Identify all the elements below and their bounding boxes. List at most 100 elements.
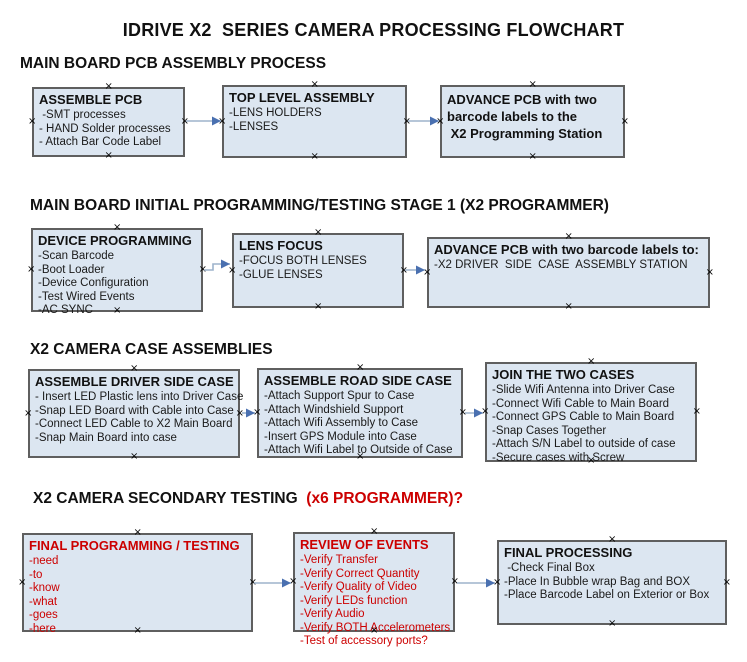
box-item: -Verify LEDs function bbox=[300, 594, 408, 607]
box-title: TOP LEVEL ASSEMBLY bbox=[229, 90, 375, 105]
connection-handle-icon: × bbox=[113, 222, 122, 233]
box-title: ASSEMBLE ROAD SIDE CASE bbox=[264, 373, 452, 388]
connection-handle-icon: × bbox=[104, 150, 113, 161]
box-item: -Attach Wifi Assembly to Case bbox=[264, 417, 419, 429]
flow-box-advance-pcb-case-station: ADVANCE PCB with two barcode labels to: … bbox=[423, 232, 714, 312]
box-item: ADVANCE PCB with two bbox=[447, 92, 597, 107]
flow-box-final-programming-testing: FINAL PROGRAMMING / TESTING -need-to-kno… bbox=[18, 528, 257, 636]
connection-handle-icon: × bbox=[310, 79, 319, 90]
box-items: -Verify Transfer-Verify Correct Quantity… bbox=[300, 554, 451, 649]
box-item: -FOCUS BOTH LENSES bbox=[239, 255, 367, 267]
box-item: -Check Final Box bbox=[504, 562, 595, 574]
connection-handle-icon: × bbox=[608, 534, 617, 545]
box-item: -Snap LED Board with Cable into Case bbox=[35, 404, 234, 417]
flow-box-join-the-two-cases: JOIN THE TWO CASES -Slide Wifi Antenna i… bbox=[481, 357, 701, 466]
flow-box-top-level-assembly: TOP LEVEL ASSEMBLY -LENS HOLDERS-LENSES … bbox=[218, 80, 411, 162]
box-item: -Place In Bubble wrap Bag and BOX bbox=[504, 575, 691, 588]
box-title: ASSEMBLE DRIVER SIDE CASE bbox=[35, 374, 234, 389]
box-title: FINAL PROGRAMMING / TESTING bbox=[29, 538, 240, 553]
connection-handle-icon: × bbox=[310, 151, 319, 162]
connection-handle-icon: × bbox=[228, 264, 237, 276]
box-items: -need-to-know-what-goes-here bbox=[29, 555, 247, 636]
box-item: -Snap Cases Together bbox=[492, 424, 607, 437]
connection-handle-icon: × bbox=[528, 151, 537, 162]
section-heading-red-part: (x6 PROGRAMMER)? bbox=[302, 490, 464, 507]
box-title: JOIN THE TWO CASES bbox=[492, 367, 635, 382]
box-item: -to bbox=[29, 568, 43, 581]
connection-handle-icon: × bbox=[289, 576, 298, 587]
connection-handle-icon: × bbox=[314, 227, 323, 238]
box-item: -Verify Transfer bbox=[300, 554, 378, 566]
connection-handle-icon: × bbox=[235, 407, 244, 419]
connection-handle-icon: × bbox=[248, 576, 257, 588]
box-item: -Connect LED Cable to X2 Main Board bbox=[35, 418, 233, 430]
box-item: -Verify BOTH Accelerometers bbox=[300, 621, 451, 634]
connection-handle-icon: × bbox=[692, 406, 701, 417]
box-item: -Attach Windshield Support bbox=[264, 403, 404, 416]
flow-box-assemble-road-side-case: ASSEMBLE ROAD SIDE CASE -Attach Support … bbox=[253, 363, 467, 462]
connection-handle-icon: × bbox=[24, 407, 33, 419]
box-item: -SMT processes bbox=[39, 109, 126, 121]
box-item: -Place Barcode Label on Exterior or Box bbox=[504, 589, 710, 601]
box-items: -X2 DRIVER SIDE CASE ASSEMBLY STATION bbox=[434, 259, 704, 273]
box-items: -SMT processes- HAND Solder processes- A… bbox=[39, 109, 179, 150]
box-item: - Attach Bar Code Label bbox=[39, 136, 162, 148]
flow-arrow bbox=[204, 259, 230, 271]
box-item: -X2 DRIVER SIDE CASE ASSEMBLY STATION bbox=[434, 259, 688, 271]
connection-handle-icon: × bbox=[436, 115, 445, 127]
connection-handle-icon: × bbox=[314, 301, 323, 312]
box-item: -Connect GPS Cable to Main Board bbox=[492, 411, 675, 423]
connection-handle-icon: × bbox=[528, 79, 537, 90]
connection-handle-icon: × bbox=[450, 576, 459, 587]
box-item: -need bbox=[29, 555, 59, 567]
connection-handle-icon: × bbox=[705, 266, 714, 278]
box-items: -Slide Wifi Antenna into Driver Case-Con… bbox=[492, 384, 691, 465]
box-item: -Slide Wifi Antenna into Driver Case bbox=[492, 384, 675, 396]
connection-handle-icon: × bbox=[18, 576, 27, 588]
box-item: -here bbox=[29, 622, 56, 635]
flow-box-assemble-pcb: ASSEMBLE PCB -SMT processes- HAND Solder… bbox=[28, 82, 189, 161]
connection-handle-icon: × bbox=[481, 406, 490, 417]
box-item: -Boot Loader bbox=[38, 263, 105, 276]
section-heading-black-part: X2 CAMERA SECONDARY TESTING bbox=[33, 490, 302, 507]
connection-handle-icon: × bbox=[218, 115, 227, 127]
connection-handle-icon: × bbox=[458, 407, 467, 418]
section-heading-initial-programming: MAIN BOARD INITIAL PROGRAMMING/TESTING S… bbox=[30, 197, 609, 214]
connection-handle-icon: × bbox=[493, 576, 502, 588]
connection-handle-icon: × bbox=[130, 363, 139, 374]
connection-handle-icon: × bbox=[28, 116, 37, 127]
box-item: -Test Wired Events bbox=[38, 290, 135, 303]
box-title: ADVANCE PCB with two barcode labels to: bbox=[434, 242, 699, 257]
box-title: LENS FOCUS bbox=[239, 238, 323, 253]
box-title: DEVICE PROGRAMMING bbox=[38, 233, 192, 248]
connection-handle-icon: × bbox=[180, 116, 189, 127]
box-items: ADVANCE PCB with two barcode labels to th… bbox=[447, 91, 619, 142]
connection-handle-icon: × bbox=[402, 115, 411, 127]
box-item: -Verify Correct Quantity bbox=[300, 567, 420, 580]
box-item: -Attach S/N Label to outside of case bbox=[492, 438, 676, 450]
connection-handle-icon: × bbox=[104, 81, 113, 92]
connection-handle-icon: × bbox=[198, 264, 207, 275]
section-heading-pcb-assembly: MAIN BOARD PCB ASSEMBLY PROCESS bbox=[20, 55, 327, 72]
box-title: FINAL PROCESSING bbox=[504, 545, 633, 560]
box-item: -Secure cases with Screw bbox=[492, 451, 625, 464]
box-item: - HAND Solder processes bbox=[39, 122, 171, 135]
box-item: -Connect Wifi Cable to Main Board bbox=[492, 397, 670, 410]
connection-handle-icon: × bbox=[722, 576, 731, 588]
box-item: -goes bbox=[29, 609, 58, 621]
box-items: -Check Final Box-Place In Bubble wrap Ba… bbox=[504, 562, 721, 603]
connection-handle-icon: × bbox=[27, 264, 36, 275]
box-item: -Verify Quality of Video bbox=[300, 581, 417, 593]
box-item: -LENSES bbox=[229, 120, 279, 133]
box-item: -Attach Wifi Label to Outside of Case bbox=[264, 444, 453, 456]
box-item: -Scan Barcode bbox=[38, 250, 115, 262]
box-item: -Device Configuration bbox=[38, 277, 149, 289]
box-items: -Scan Barcode-Boot Loader-Device Configu… bbox=[38, 250, 197, 318]
flow-box-final-processing: FINAL PROCESSING -Check Final Box-Place … bbox=[493, 535, 731, 629]
connection-handle-icon: × bbox=[253, 407, 262, 418]
connection-handle-icon: × bbox=[423, 266, 432, 278]
box-item: -Attach Support Spur to Case bbox=[264, 390, 415, 402]
flow-box-device-programming: DEVICE PROGRAMMING -Scan Barcode-Boot Lo… bbox=[27, 223, 207, 317]
box-item: barcode labels to the bbox=[447, 109, 578, 124]
